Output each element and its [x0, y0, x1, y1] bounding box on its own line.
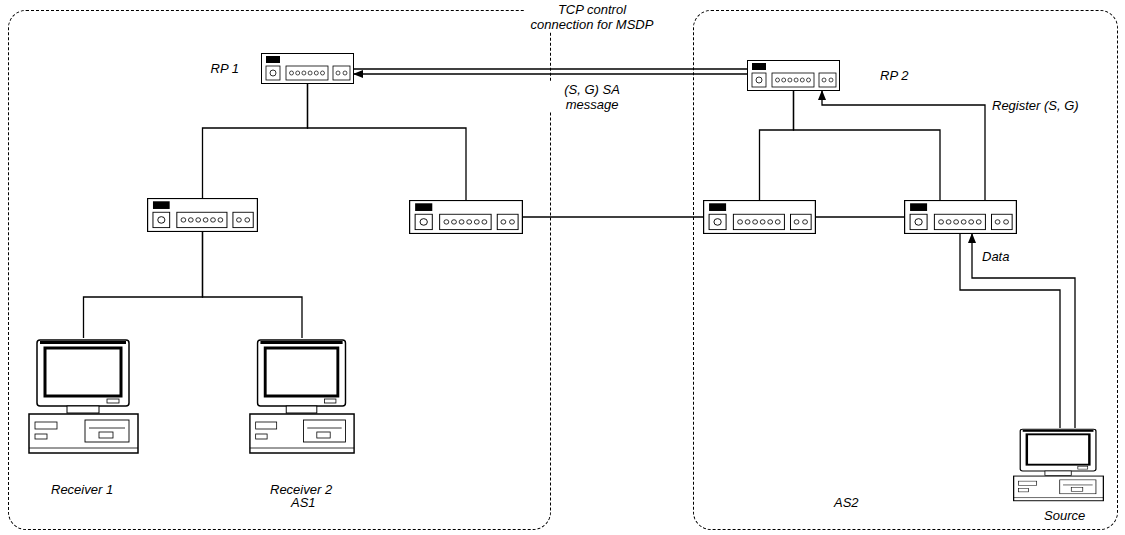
link-line [203, 84, 308, 198]
node-label: Receiver 2 [270, 482, 332, 497]
router-icon [703, 200, 816, 234]
router [904, 200, 1017, 234]
computer-icon [248, 338, 356, 455]
link-line [308, 84, 467, 200]
as-region: AS1 RP 1 Receiver 1 Receiver 2 [8, 10, 551, 530]
link-line [816, 216, 904, 217]
as-region: AS2 RP 2 Source [693, 10, 1118, 530]
link-line [84, 232, 203, 338]
edge-label: Data [980, 249, 1011, 264]
rp-router: RP 2 [747, 60, 840, 91]
router [147, 198, 258, 232]
source-pc: Source [1012, 428, 1105, 502]
link-line [523, 216, 703, 217]
router [409, 200, 523, 234]
link-line [794, 91, 941, 200]
computer-icon [27, 338, 140, 455]
node-label: Source [1044, 508, 1085, 523]
message-arrow [822, 91, 985, 200]
node-label: RP 2 [880, 68, 908, 83]
node-label: Receiver 1 [51, 482, 113, 497]
router-icon [409, 200, 523, 234]
node-label: RP 1 [211, 61, 239, 76]
router-icon [261, 53, 354, 84]
edge-label: Register (S, G) [990, 98, 1081, 113]
link-line [760, 91, 794, 200]
link-line [203, 232, 303, 338]
message-arrow [972, 234, 1075, 428]
router [703, 200, 816, 234]
receiver-pc: Receiver 2 [248, 338, 356, 455]
router-icon [747, 60, 840, 91]
router-icon [904, 200, 1017, 234]
edge-label: TCP control connection for MSDP [525, 2, 659, 32]
edge-label: (S, G) SA message [545, 82, 639, 112]
link-line [960, 234, 1060, 428]
region-label: AS1 [291, 495, 316, 510]
rp-router: RP 1 [261, 53, 354, 84]
router-icon [147, 198, 258, 232]
region-label: AS2 [834, 495, 859, 510]
receiver-pc: Receiver 1 [27, 338, 140, 455]
computer-icon [1012, 428, 1105, 502]
